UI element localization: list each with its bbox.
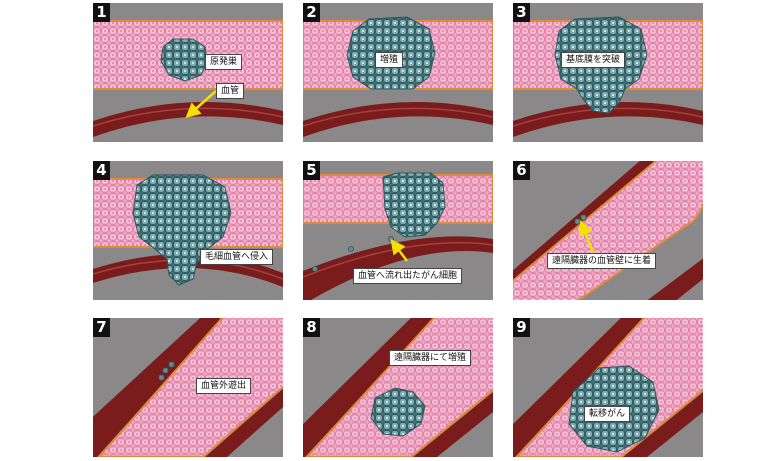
step-number-3: 3	[513, 3, 530, 22]
step-panel-1: 1 原発巣 血管	[93, 3, 283, 142]
step-number-9: 9	[513, 318, 530, 337]
vessel-label: 血管	[216, 83, 245, 99]
step-panel-3: 3 基底膜を突破	[513, 3, 703, 142]
panel-3-illustration	[513, 3, 703, 142]
step-label-9: 転移がん	[584, 406, 631, 422]
panel-7-illustration	[93, 318, 283, 457]
step-label-5: 血管へ流れ出たがん細胞	[353, 268, 463, 284]
step-number-2: 2	[303, 3, 320, 22]
step-label-8: 遠隔臓器にて増殖	[389, 350, 472, 366]
panel-4-illustration	[93, 161, 283, 300]
step-label-4: 毛細血管へ侵入	[200, 249, 274, 265]
panel-2-illustration	[303, 3, 493, 142]
step-panel-5: 5 血管へ流れ出たがん細胞	[303, 161, 493, 300]
step-label-6: 遠隔臓器の血管壁に生着	[547, 253, 657, 269]
step-panel-8: 8 遠隔臓器にて増殖	[303, 318, 493, 457]
step-number-6: 6	[513, 161, 530, 180]
step-panel-9: 9 転移がん	[513, 318, 703, 457]
step-label-1: 原発巣	[205, 54, 243, 70]
step-number-5: 5	[303, 161, 320, 180]
step-number-1: 1	[93, 3, 110, 22]
panel-9-illustration	[513, 318, 703, 457]
step-panel-6: 6 遠隔臓器の血管壁に生着	[513, 161, 703, 300]
step-number-7: 7	[93, 318, 110, 337]
step-number-4: 4	[93, 161, 110, 180]
step-panel-4: 4 毛細血管へ侵入	[93, 161, 283, 300]
step-label-3: 基底膜を突破	[561, 52, 626, 68]
panel-6-illustration	[513, 161, 703, 300]
step-label-2: 増殖	[375, 52, 404, 68]
step-panel-7: 7 血管外遊出	[93, 318, 283, 457]
step-panel-2: 2 増殖	[303, 3, 493, 142]
panel-8-illustration	[303, 318, 493, 457]
step-number-8: 8	[303, 318, 320, 337]
panel-1-illustration	[93, 3, 283, 142]
step-label-7: 血管外遊出	[196, 378, 252, 394]
